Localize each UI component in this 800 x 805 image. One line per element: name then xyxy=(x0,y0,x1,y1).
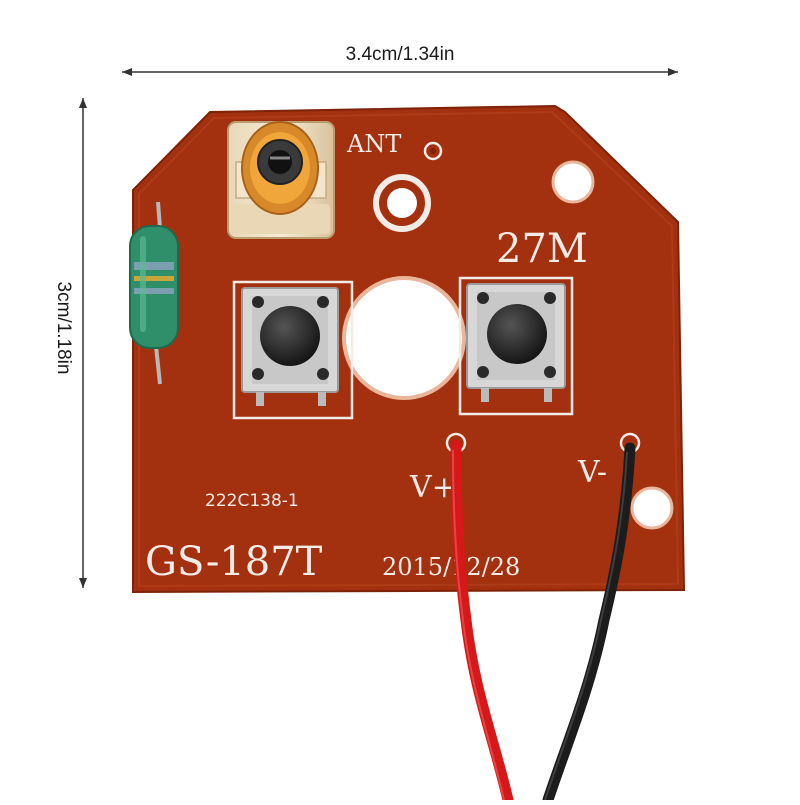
inductor xyxy=(129,201,179,385)
red-wire xyxy=(450,439,514,805)
tactile-button-right xyxy=(466,283,566,402)
silkscreen-pad-right: V- xyxy=(577,455,607,490)
silkscreen-part-code: 222C138-1 xyxy=(205,491,299,511)
silkscreen-pad-left: V+ xyxy=(409,470,457,505)
silkscreen-date: 2015/12/28 xyxy=(382,553,520,581)
width-dimension-label: 3.4cm/1.34in xyxy=(345,44,455,65)
pcb-board xyxy=(132,104,686,594)
tactile-button-left xyxy=(241,287,339,406)
height-dimension-text: 3cm/1.18in xyxy=(53,281,74,375)
silkscreen-antenna-label: ANT xyxy=(346,130,401,158)
antenna-coil xyxy=(227,121,335,239)
button-footprint-right xyxy=(458,276,574,416)
width-dimension-line xyxy=(122,68,678,76)
button-footprint-left xyxy=(232,280,354,420)
height-dimension-line xyxy=(79,98,87,588)
black-wire xyxy=(542,442,636,805)
silkscreen-frequency-label: 27M xyxy=(496,226,588,272)
silkscreen-model: GS-187T xyxy=(145,539,323,585)
